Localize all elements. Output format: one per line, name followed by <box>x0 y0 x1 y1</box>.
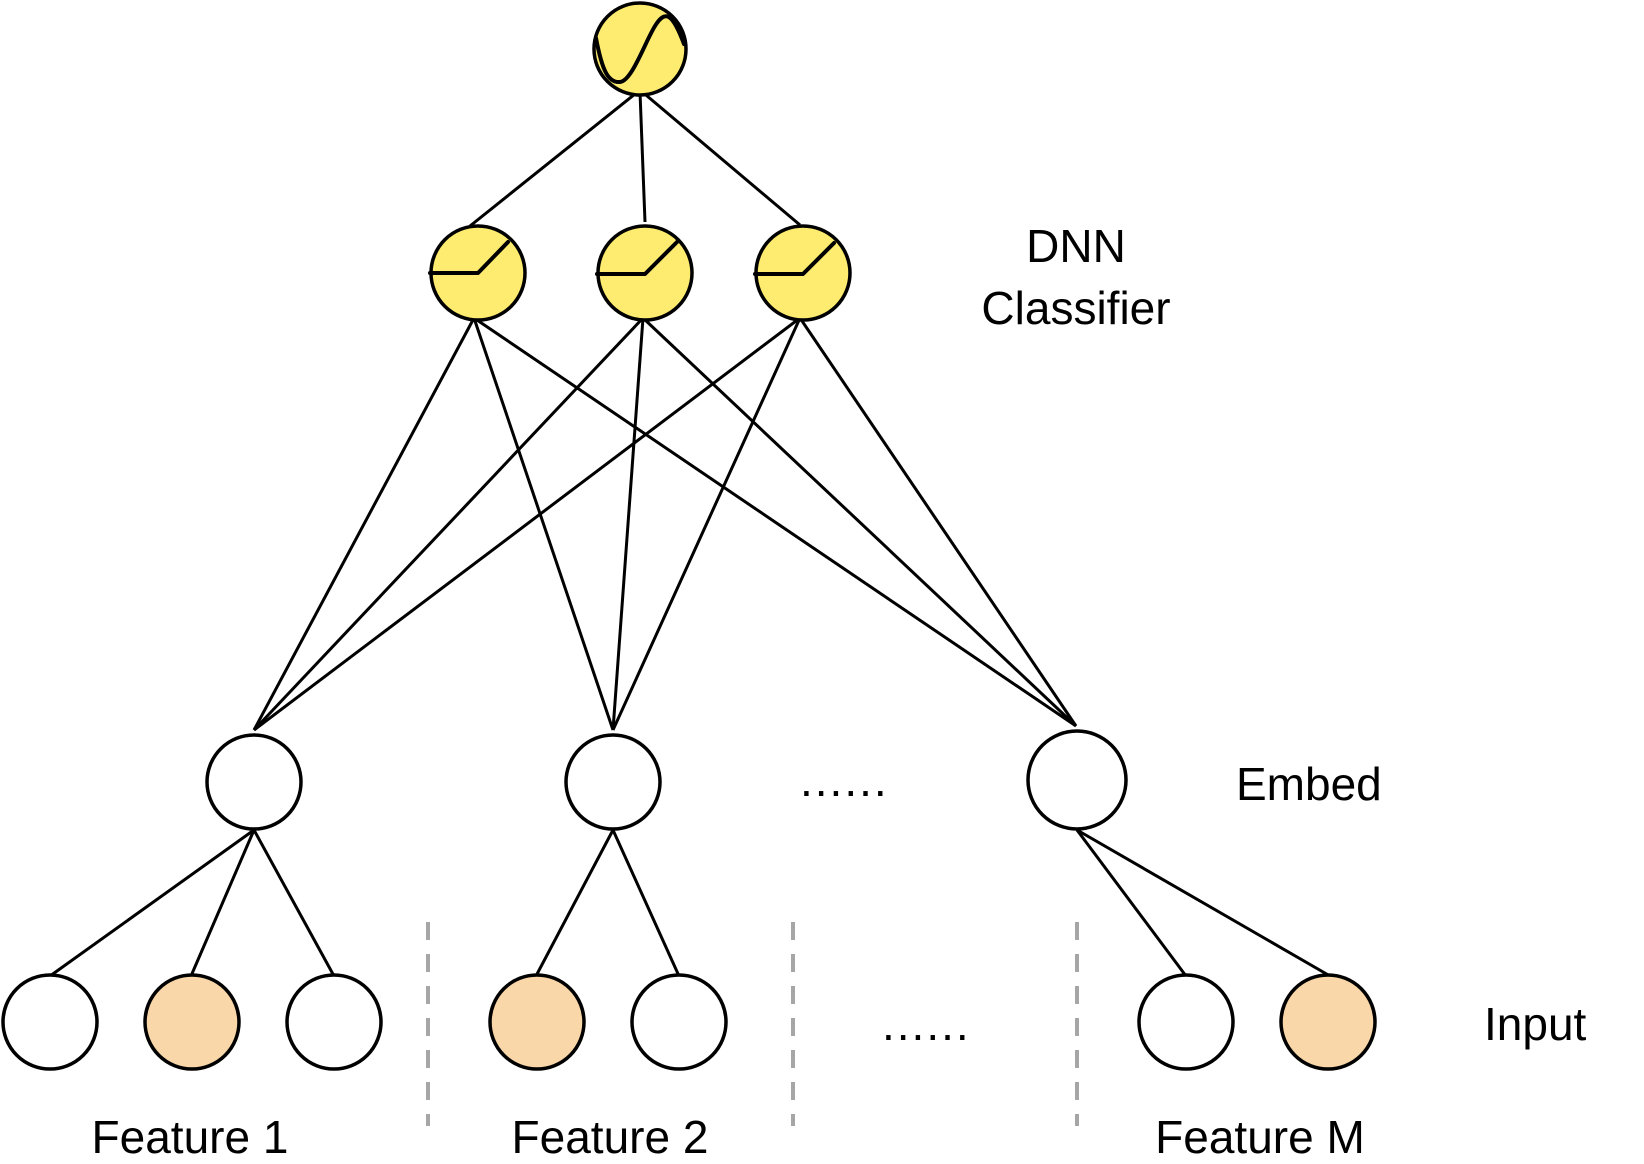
feature-m-label: Feature M <box>1155 1111 1365 1163</box>
feature-1-label: Feature 1 <box>92 1111 289 1163</box>
relu-icon <box>428 240 510 275</box>
edge <box>253 316 801 732</box>
edge <box>534 829 615 977</box>
edge <box>252 316 645 732</box>
input-node <box>285 973 383 1071</box>
input-node <box>1 973 99 1071</box>
edge <box>611 317 645 731</box>
edge <box>639 88 801 227</box>
input-node-active <box>488 973 586 1071</box>
relu-icon <box>753 241 836 276</box>
embed-node <box>205 733 303 831</box>
embed-ellipsis: ...... <box>800 754 889 806</box>
edges-embed-input <box>49 828 1331 978</box>
edge <box>473 316 1077 728</box>
edge <box>252 829 336 977</box>
edge <box>611 317 802 731</box>
input-node-active <box>1279 973 1377 1071</box>
embed-layer <box>205 729 1128 831</box>
dnn-label-line2: Classifier <box>981 282 1170 334</box>
feature-2-label: Feature 2 <box>512 1111 709 1163</box>
input-node <box>1137 973 1235 1071</box>
relu-icon <box>595 239 680 276</box>
edge <box>641 316 1078 728</box>
input-label: Input <box>1484 998 1587 1050</box>
edge <box>469 88 641 228</box>
edge <box>1076 828 1331 978</box>
edge <box>472 317 615 731</box>
input-layer <box>1 973 1377 1071</box>
input-node-active <box>143 973 241 1071</box>
edge <box>189 829 256 977</box>
hidden-node <box>595 224 694 322</box>
edge <box>1075 829 1188 977</box>
edge <box>611 829 681 977</box>
embed-label: Embed <box>1236 758 1382 810</box>
sigmoid-icon <box>594 14 686 84</box>
input-ellipsis: ...... <box>882 998 971 1050</box>
output-node <box>592 1 688 97</box>
dnn-label-line1: DNN <box>1026 220 1126 272</box>
edge <box>638 91 647 223</box>
input-node <box>630 973 728 1071</box>
embed-node <box>564 733 662 831</box>
edges-output-hidden <box>469 88 801 228</box>
edges-hidden-embed <box>252 316 1078 732</box>
output-neuron <box>592 1 688 97</box>
feature-separators <box>426 922 1079 1126</box>
edge <box>49 828 255 978</box>
edge <box>798 317 1078 727</box>
embed-node <box>1026 729 1128 831</box>
hidden-node <box>428 224 527 322</box>
hidden-layer <box>428 224 852 322</box>
edge <box>252 317 476 731</box>
hidden-node <box>753 224 852 322</box>
